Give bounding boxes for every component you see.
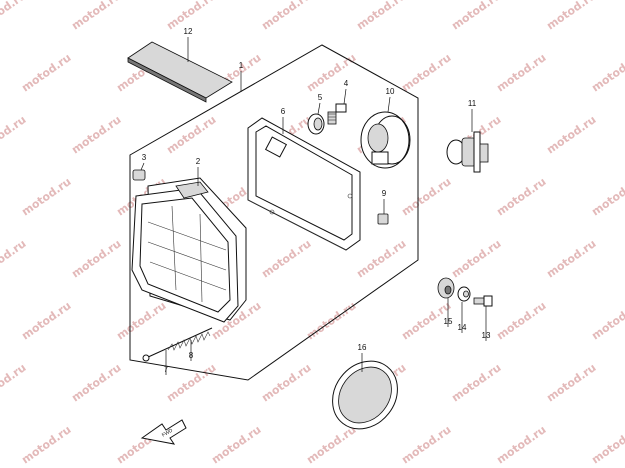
watermark-text: motod.ru	[589, 423, 625, 466]
part-4-bolt	[327, 103, 347, 125]
part-number-13: 13	[482, 331, 491, 340]
leader-line-3	[140, 162, 145, 171]
watermark-text: motod.ru	[449, 237, 503, 280]
part-8-spring	[167, 331, 211, 351]
watermark-text: motod.ru	[399, 51, 453, 94]
part-number-11: 11	[468, 99, 477, 108]
watermark-text: motod.ru	[494, 299, 548, 342]
watermark-text: motod.ru	[354, 237, 408, 280]
part-number-3: 3	[142, 153, 147, 162]
part-9-clip	[377, 213, 389, 225]
watermark-text: motod.ru	[69, 113, 123, 156]
watermark-text: motod.ru	[19, 299, 73, 342]
part-3-nut	[132, 169, 146, 181]
leader-line-5	[317, 102, 321, 115]
watermark-text: motod.ru	[0, 361, 29, 404]
watermark-text: motod.ru	[304, 51, 358, 94]
part-6-frame	[247, 117, 361, 251]
part-number-14: 14	[458, 323, 467, 332]
part-11-bulb	[446, 131, 489, 173]
watermark-text: motod.ru	[0, 113, 29, 156]
watermark-text: motod.ru	[259, 0, 313, 32]
watermark-text: motod.ru	[0, 0, 29, 32]
watermark-text: motod.ru	[544, 361, 598, 404]
part-12-pad	[127, 41, 233, 103]
watermark-text: motod.ru	[259, 361, 313, 404]
part-13-bolt	[473, 295, 493, 307]
part-number-6: 6	[281, 107, 286, 116]
fwd-arrow: FWD	[140, 419, 187, 445]
watermark-text: motod.ru	[19, 51, 73, 94]
part-number-2: 2	[196, 157, 201, 166]
watermark-text: motod.ru	[449, 0, 503, 32]
watermark-text: motod.ru	[449, 361, 503, 404]
leader-line-10	[387, 96, 391, 113]
watermark-text: motod.ru	[209, 423, 263, 466]
leader-line-4	[343, 88, 347, 105]
part-16-lens	[332, 360, 398, 430]
watermark-text: motod.ru	[259, 237, 313, 280]
watermark-text: motod.ru	[399, 175, 453, 218]
part-number-16: 16	[358, 343, 367, 352]
watermark-text: motod.ru	[304, 423, 358, 466]
part-number-8: 8	[189, 351, 194, 360]
watermark-text: motod.ru	[114, 299, 168, 342]
watermark-text: motod.ru	[589, 175, 625, 218]
watermark-text: motod.ru	[544, 237, 598, 280]
watermark-text: motod.ru	[544, 113, 598, 156]
part-10-socket	[360, 111, 411, 169]
watermark-text: motod.ru	[494, 51, 548, 94]
part-number-15: 15	[444, 317, 453, 326]
part-15-grommet	[437, 277, 455, 299]
watermark-text: motod.ru	[69, 237, 123, 280]
part-number-4: 4	[344, 79, 349, 88]
watermark-text: motod.ru	[69, 0, 123, 32]
watermark-text: motod.ru	[544, 0, 598, 32]
part-14-collar	[457, 286, 471, 302]
part-number-5: 5	[318, 93, 323, 102]
assembly-outline	[129, 44, 419, 381]
watermark-text: motod.ru	[494, 423, 548, 466]
watermark-text: motod.ru	[494, 175, 548, 218]
watermark-text: motod.ru	[19, 423, 73, 466]
fwd-label: FWD	[161, 427, 174, 438]
part-2-headlight-unit	[131, 177, 247, 323]
watermark-text: motod.ru	[354, 0, 408, 32]
part-number-12: 12	[184, 27, 193, 36]
watermark-text: motod.ru	[589, 51, 625, 94]
watermark-text: motod.ru	[589, 299, 625, 342]
part-7-screw	[142, 327, 213, 362]
watermark-text: motod.ru	[69, 361, 123, 404]
part-5-grommet	[307, 113, 325, 135]
part-number-10: 10	[386, 87, 395, 96]
part-number-7: 7	[164, 365, 169, 374]
watermark-text: motod.ru	[399, 423, 453, 466]
watermark-text: motod.ru	[0, 237, 29, 280]
watermark-text: motod.ru	[19, 175, 73, 218]
part-number-1: 1	[239, 61, 244, 70]
part-number-9: 9	[382, 189, 387, 198]
